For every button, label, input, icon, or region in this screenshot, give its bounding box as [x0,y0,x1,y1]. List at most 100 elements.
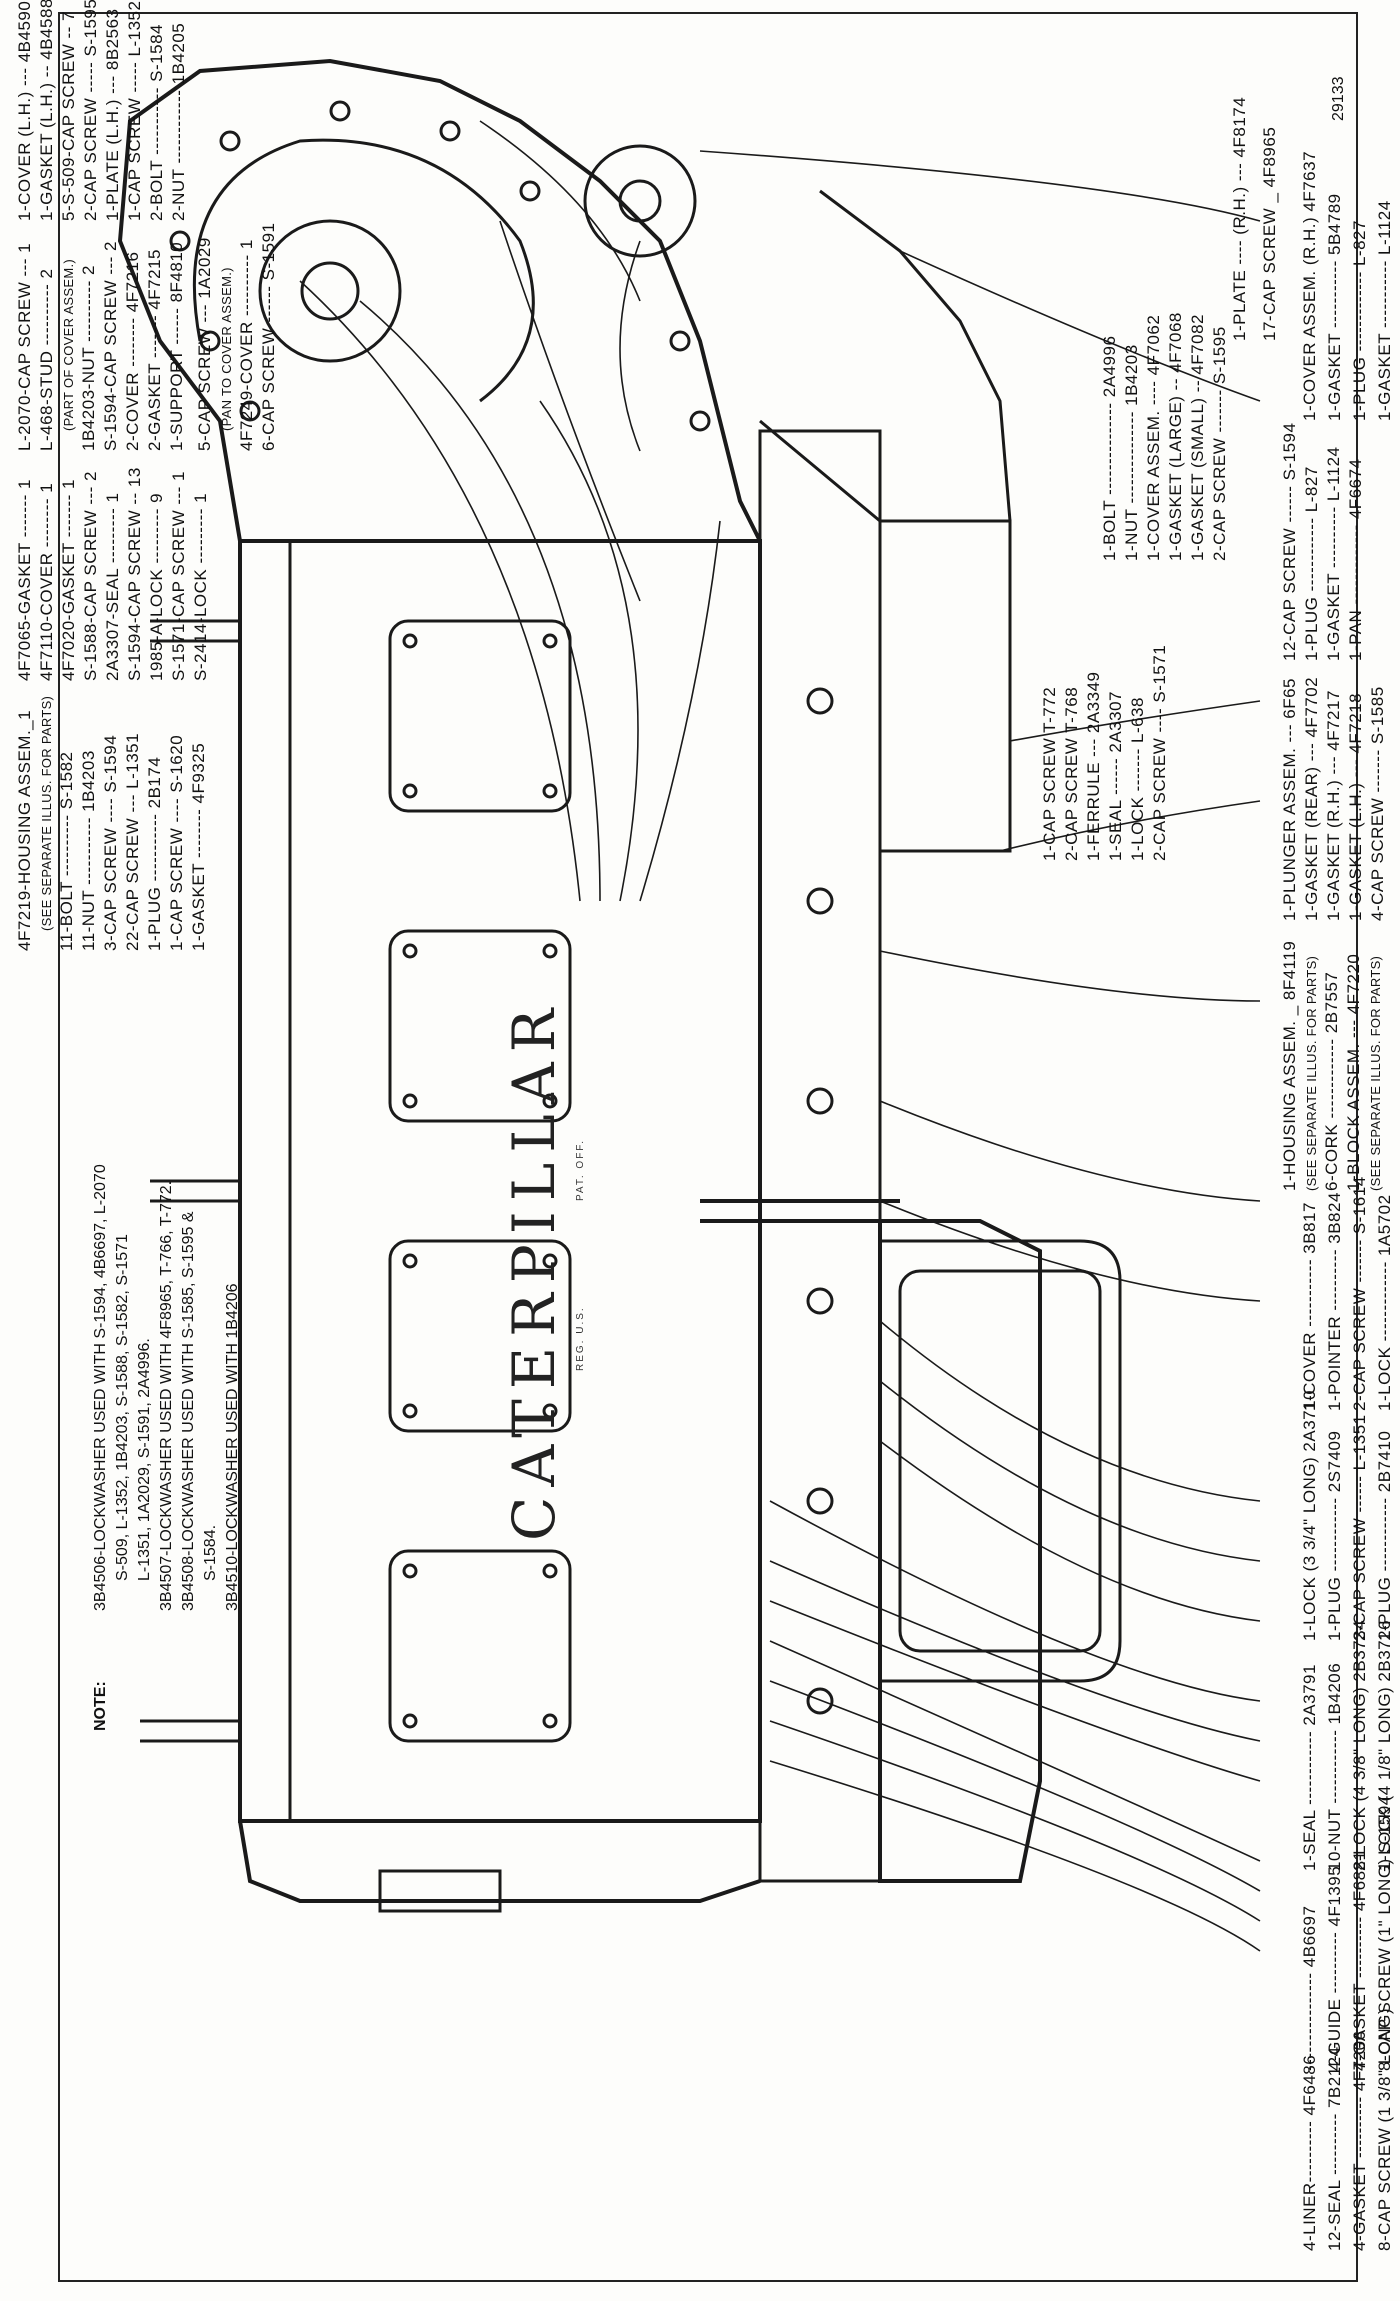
label-plunger-assem: 1-PLUNGER ASSEM. --- 6F65 [1280,677,1299,921]
label-gasket-rh: 1-GASKET (R.H.) --- 4F7217 [1324,690,1343,921]
label-pointer: 1-POINTER ---------- 3B824 [1325,1192,1344,1411]
cylinder-covers [388,619,572,1743]
label-lock-3: 1-LOCK (3 3/4" LONG) 2A3710 [1300,1389,1319,1641]
label-cover-4f7110: 4F7110-COVER -------- 1 [37,482,56,681]
label-cap-screw-17: 17-CAP SCREW _ 4F8965 [1260,126,1279,341]
label-cap-screw-top2: 22-CAP SCREW --- L-1351 [123,732,142,951]
label-pan: 1-PAN ------------- 4F6674 [1346,458,1365,661]
note-line: 3B4506-LOCKWASHER USED WITH S-1594, 4B66… [92,1164,109,1611]
gear-boss [258,219,402,363]
label-cover-4f7216: 2-COVER -------- 4F7216 [123,251,142,451]
label-lock-1: 2-LOCK (4 3/8" LONG) 2B3734 [1350,1619,1369,1871]
label-cap-screw-t772: 1-CAP SCREW T-772 [1040,686,1059,861]
label-guide: 4-GUIDE ---------- 4F1395 [1325,1865,1344,2071]
label-bolt-top: 11-BOLT ---------- S-1582 [57,751,76,951]
label-plug-top: 1-PLUG ----------- 2B174 [145,756,164,951]
label-housing-note: (SEE SEPARATE ILLUS. FOR PARTS) [1304,955,1319,1191]
label-lock-1985a: 1985-A-LOCK --------- 9 [147,492,166,681]
label-gasket-lh: 1-GASKET (L.H.) --- 4F7218 [1346,692,1365,921]
label-stud-l468: L-468-STUD ---------- 2 [37,268,56,451]
label-cap-screw-number: ---------------- 4B6697 [1300,1905,1319,2071]
drawing-frame [58,12,1358,2282]
label-bolt-s1584: 2-BOLT ----------- S-1584 [147,24,166,221]
label-cap-screw-s1594b: S-1594-CAP SCREW --- 2 [101,240,120,451]
label-cap-screw-1a2029: 5-CAP SCREW --- 1A2029 [195,237,214,451]
gear-shaft [300,261,360,321]
label-cover-4f7249: 4F7249-COVER ---------- 1 [237,239,256,451]
note-line: S-509, L-1352, 1B4203, S-1588, S-1582, S… [114,1234,131,1581]
note-line: S-1584. [202,1524,219,1581]
label-cap-screw-8: 2-CAP SCREW ------- S-1595 [1210,326,1229,561]
head-studs [140,619,240,1743]
note-line: L-1351, 1A2029, S-1591, 2A4996. [136,1338,153,1581]
label-housing-note-top: (SEE SEPARATE ILLUS. FOR PARTS) [39,695,54,931]
label-nut-2: 1-NUT --------------- 1B4203 [1122,344,1141,561]
label-gasket-4f7065: 4F7065-GASKET ------- 1 [15,478,34,681]
label-cap-screw-s1591: 6-CAP SCREW ------ S-1591 [259,222,278,452]
label-seal: 12-SEAL ---------- 7B2124 [1325,2046,1344,2251]
note-line: NOTE: [92,1681,109,1731]
label-nut-top: 11-NUT ----------- 1B4203 [79,750,98,951]
label-gasket-small: 1-GASKET (SMALL) -- 4F7082 [1188,314,1207,561]
label-seal-3: 1-SEAL ------ 2A3307 [1106,691,1125,861]
label-cap-screw-l2070: L-2070-CAP SCREW --- 1 [15,242,34,451]
note-line: 3B4507-LOCKWASHER USED WITH 4F8965, T-76… [158,1180,175,1611]
label-liner: 4-LINER---------- 4F6486 [1300,2054,1319,2251]
label-gasket-4: 1-GASKET ----------- 5B4789 [1325,193,1344,421]
note-line: 3B4510-LOCKWASHER USED WITH 1B4206 [224,1283,241,1611]
label-nut: 10-NUT ------------ 1B4206 [1325,1662,1344,1871]
label-cap-screw-s509: 5-S-509-CAP SCREW -- 7 [59,10,78,221]
label-gasket-large: 1-GASKET (LARGE) -- 4F7068 [1166,312,1185,561]
label-cover-lh: 1-COVER (L.H.) --- 4B4590 [15,0,34,221]
label-gasket-4f7215: 2-GASKET ------- 4F7215 [145,248,164,451]
pan-cover [898,1269,1102,1653]
label-bolt: 1-BOLT --------------- 2A4996 [1100,335,1119,561]
label-gasket-3: 1-GASKET ---------- L-1124 [1324,446,1343,661]
label-lock-4: 1-LOCK ------------- 1A5702 [1375,1194,1394,1411]
label-cap-screw-top3: 1-CAP SCREW ---- S-1620 [167,734,186,951]
label-lock-2: 1-LOCK (4 1/8" LONG) 2B3726 [1375,1619,1394,1871]
leader-lines [699,150,1261,1952]
timing-cover-outline [192,138,535,403]
rear-boss [378,1869,502,1913]
label-seal-2a3307: 2A3307-SEAL --------- 1 [103,492,122,681]
label-block-assem: 1-BLOCK ASSEM. --- 4F7220 [1344,953,1363,1191]
label-gasket-rear: 1-GASKET (REAR) --- 4F7702 [1302,676,1321,921]
label-plug: 1-PLUG ------------ 2S7409 [1325,1430,1344,1641]
label-support: 1-SUPPORT ------ 8F4810 [167,241,186,451]
label-cork: 6-CORK ------------- 2B7557 [1322,971,1341,1191]
label-cap-screw-s1594: S-1594-CAP SCREW -- 13 [125,467,144,681]
label-housing-assem: 1-HOUSING ASSEM. _ 8F4119 [1280,940,1299,1191]
label-ferrule: 1-FERRULE --- 2A3349 [1084,671,1103,861]
label-plate-rh: 1-PLATE ---- (R.H.) --- 4F8174 [1230,96,1249,341]
brand-pat: PAT. OFF. [575,1138,586,1201]
oil-pan-sump [880,1239,1122,1683]
label-cap-screw-7: 2-CAP SCREW ---- S-1571 [1150,644,1169,861]
leader-lines-top [299,120,721,902]
label-plug-3: 1-PLUG ------------ L-827 [1302,466,1321,661]
label-cap-screw-6: 12-CAP SCREW ------ S-1594 [1280,422,1299,661]
label-pan-cover-note: (PAN TO COVER ASSEM.) [219,267,234,431]
label-housing-assem-top: 4F7219-HOUSING ASSEM._1 [15,709,34,951]
note-line: 3B4508-LOCKWASHER USED WITH S-1585, S-15… [180,1211,197,1611]
label-cap-screw-s1571: S-1571-CAP SCREW --- 1 [169,470,188,681]
label-gasket-5: 1-GASKET ----------- L-1124 [1375,200,1394,421]
housing-bolts [169,100,711,432]
crank-pulley [583,144,697,258]
label-cap-screw-4: 2-CAP SCREW ------- S-1614 [1350,1176,1369,1411]
label-cap-screw-s1588: S-1588-CAP SCREW --- 2 [81,470,100,681]
lower-block [758,429,882,1883]
label-nut-1b4205: 2-NUT ------------ 1B4205 [169,22,188,221]
label-block-note: (SEE SEPARATE ILLUS. FOR PARTS) [1368,955,1383,1191]
label-cap-screw-3: 2-CAP SCREW ------ L-1351 [1350,1414,1369,1641]
brand-reg: REG. U.S. [575,1306,586,1371]
label-cap-screw-s1595: 2-CAP SCREW ----- S-1595 [81,0,100,221]
label-lock-s2414: S-2414-LOCK --------- 1 [191,492,210,681]
label-plate-lh: 1-PLATE (L.H.) --- 8B2563 [103,8,122,221]
label-lock-5: 1-LOCK ------- L-638 [1128,697,1147,861]
label-cap-screw-top1: 3-CAP SCREW ---- S-1594 [101,734,120,951]
brand-logo: CATERPILLAR [500,998,568,1541]
